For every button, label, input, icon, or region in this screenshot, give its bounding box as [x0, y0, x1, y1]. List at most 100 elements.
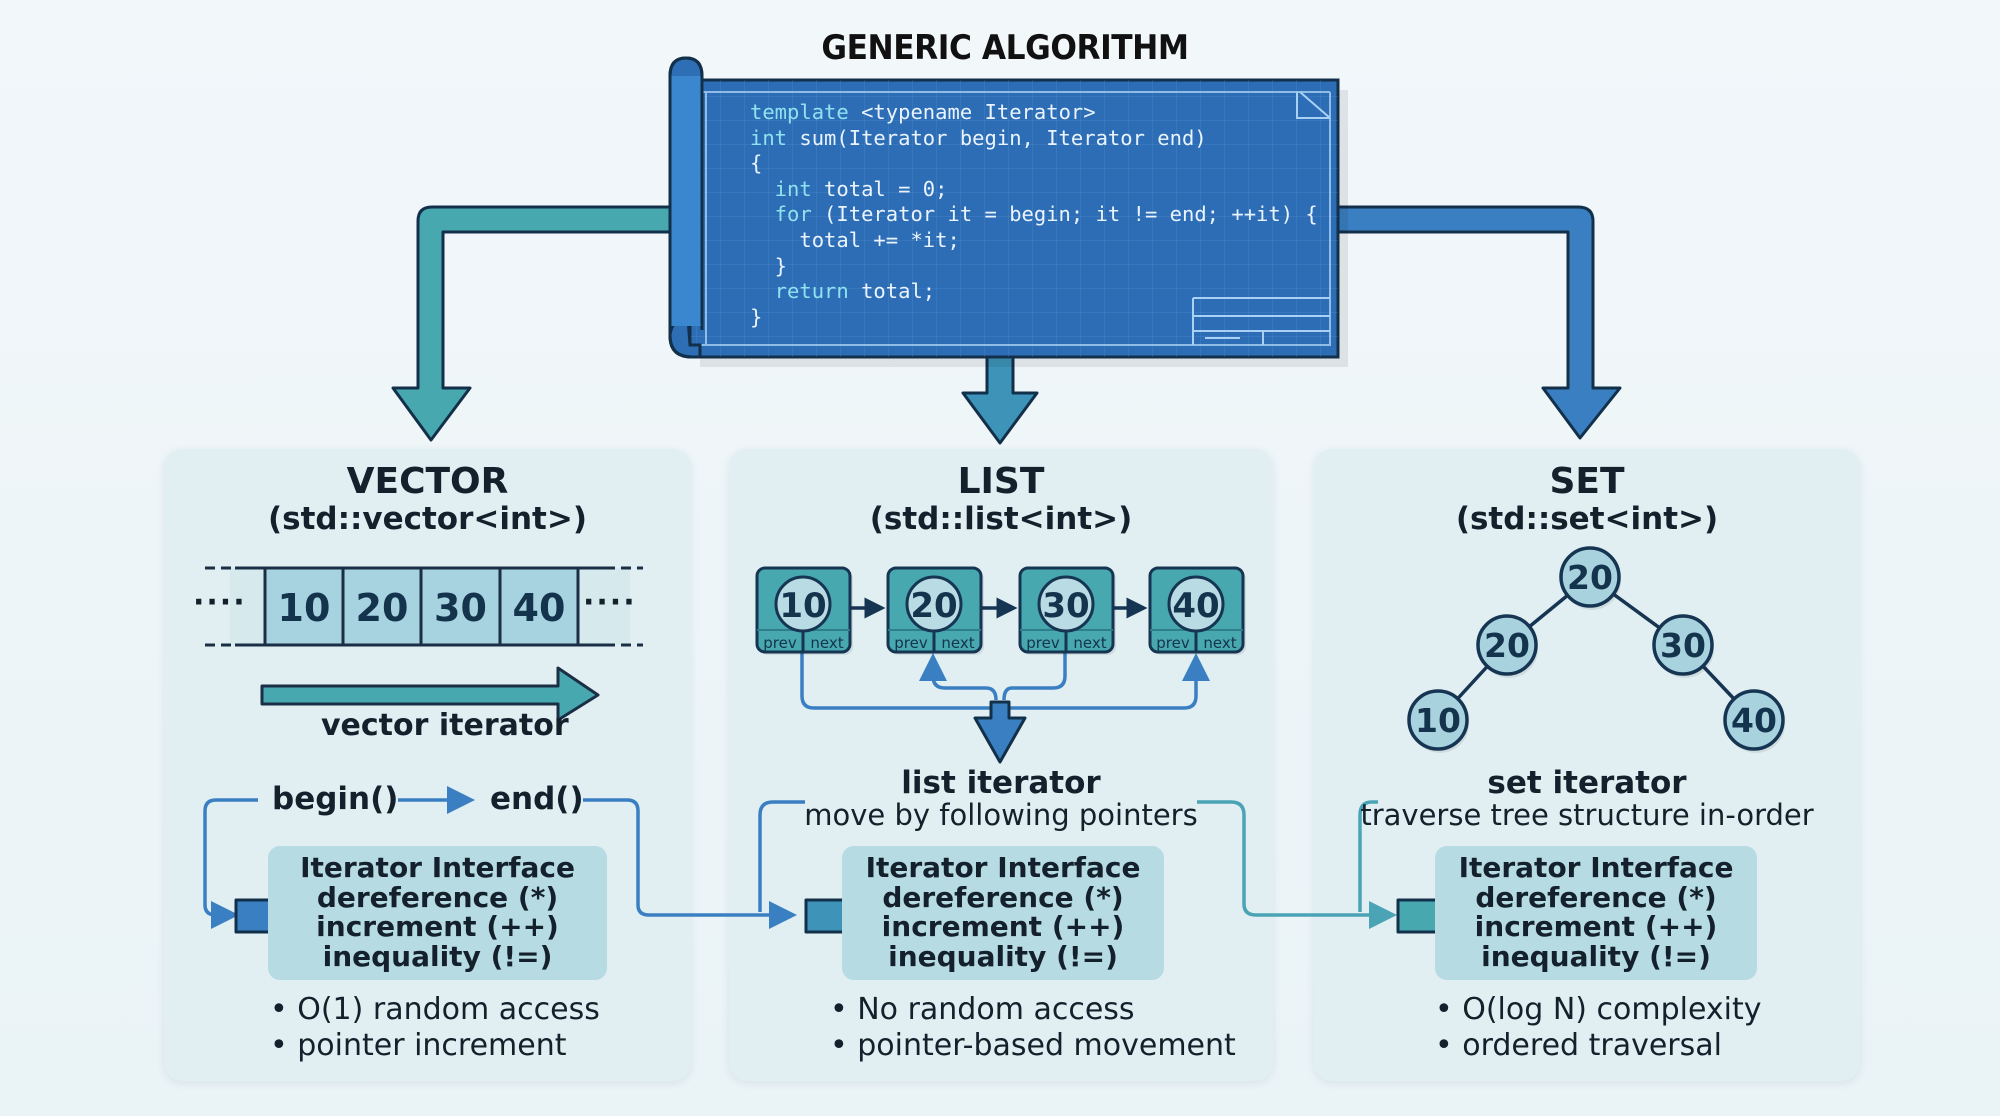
tree-node-right: 30	[1652, 614, 1714, 678]
end-to-list-line	[583, 798, 797, 929]
list-iterator-desc: move by following pointers	[804, 798, 1198, 832]
interface-op: inequality (!=)	[888, 939, 1118, 973]
code-keyword: template	[750, 100, 849, 124]
prev-label: prev	[894, 634, 928, 652]
bullet-item: • ordered traversal	[1435, 1028, 1722, 1063]
interface-op: increment (++)	[1474, 910, 1718, 943]
set-iterator-interface: Iterator Interface dereference (*) incre…	[1435, 846, 1757, 980]
end-label: end()	[490, 781, 584, 817]
list-iterator-label: list iterator	[901, 765, 1101, 801]
node-value-circle	[905, 575, 963, 633]
vector-subtitle: (std::vector<int>)	[267, 501, 588, 537]
code-line: return total;	[750, 279, 1318, 305]
code-line: }	[750, 305, 1318, 331]
list-node: 20 prev next	[886, 566, 984, 655]
tree-node-left-left: 10	[1407, 689, 1469, 753]
code-keyword: int	[750, 125, 788, 150]
code-text: <typename Iterator>	[848, 100, 1096, 124]
next-label: next	[1073, 634, 1106, 652]
bullet-item: • O(log N) complexity	[1435, 992, 1762, 1027]
next-label: next	[1203, 634, 1236, 652]
node-value: 40	[1172, 586, 1219, 626]
list-node: 30 prev next	[1018, 566, 1116, 655]
code-line: for (Iterator it = begin; it != end; ++i…	[750, 202, 1318, 228]
code-line: template <typename Iterator>	[750, 100, 1318, 126]
code-listing: template <typename Iterator>int sum(Iter…	[750, 100, 1318, 330]
node-value: 10	[779, 586, 826, 626]
node-value-circle	[1037, 575, 1095, 633]
interface-heading: Iterator Interface	[1458, 851, 1734, 884]
interface-op: dereference (*)	[316, 880, 559, 914]
tree-node-value: 30	[1660, 626, 1706, 665]
prev-label: prev	[763, 634, 797, 652]
code-text: total += *it;	[750, 227, 960, 252]
bullet-item: • pointer increment	[270, 1028, 567, 1063]
bullet-item: • No random access	[830, 992, 1135, 1027]
vector-iterator-arrow	[260, 666, 600, 722]
code-text: {	[750, 151, 763, 176]
interface-heading: Iterator Interface	[865, 851, 1141, 884]
tree-node-value: 20	[1484, 626, 1530, 665]
vector-iterator-label: vector iterator	[321, 708, 569, 743]
tree-node-value: 40	[1731, 701, 1777, 740]
begin-loop-line	[203, 798, 258, 929]
code-text: sum(Iterator begin, Iterator end)	[787, 125, 1207, 150]
tree-node-root: 20	[1559, 546, 1621, 610]
tree-node-value: 20	[1567, 558, 1613, 597]
node-value-circle	[774, 575, 832, 633]
list-pointer-lines	[800, 652, 1210, 710]
vector-left-ellipsis: ····	[193, 585, 247, 620]
arrow-to-set	[1328, 205, 1622, 440]
tree-node-value: 10	[1415, 701, 1461, 740]
vector-right-ellipsis: ····	[583, 585, 637, 620]
vector-array	[205, 566, 643, 647]
prev-label: prev	[1026, 634, 1060, 652]
node-value-circle	[1167, 575, 1225, 633]
code-keyword: for	[750, 202, 812, 227]
list-bracket-line	[758, 800, 805, 912]
list-title: LIST	[957, 461, 1045, 502]
list-iterator-arrow	[973, 700, 1027, 764]
tree-node-right-right: 40	[1723, 689, 1785, 753]
next-label: next	[941, 634, 974, 652]
list-iterator-interface: Iterator Interface dereference (*) incre…	[842, 846, 1164, 980]
vector-cell: 20	[355, 586, 409, 630]
list-node: 40 prev next	[1148, 566, 1246, 655]
set-bracket-line	[1358, 800, 1378, 912]
code-line: {	[750, 151, 1318, 177]
vector-bullet-list: • O(1) random access • pointer increment	[270, 992, 600, 1064]
code-blueprint	[668, 56, 1348, 367]
code-text: }	[750, 304, 763, 329]
vector-iterator-interface: Iterator Interface dereference (*) incre…	[268, 846, 607, 980]
code-keyword: return	[750, 279, 849, 304]
code-text: total;	[848, 279, 936, 304]
set-iterator-label: set iterator	[1487, 765, 1687, 801]
interface-op: increment (++)	[316, 910, 559, 943]
arrow-to-vector	[391, 205, 682, 442]
interface-heading: Iterator Interface	[300, 851, 575, 884]
bullet-item: • O(1) random access	[270, 992, 600, 1027]
vector-cell: 30	[434, 586, 487, 630]
bullet-item: • pointer-based movement	[830, 1028, 1236, 1063]
interface-op: increment (++)	[881, 910, 1125, 943]
code-keyword: int	[750, 176, 812, 201]
code-line: }	[750, 254, 1318, 280]
code-text: }	[750, 253, 788, 278]
interface-op: dereference (*)	[1475, 880, 1717, 914]
diagram-title: GENERIC ALGORITHM	[821, 28, 1189, 68]
interface-op: inequality (!=)	[1481, 939, 1711, 973]
vector-title: VECTOR	[346, 461, 509, 502]
tree-node-left: 20	[1476, 614, 1538, 678]
prev-label: prev	[1156, 634, 1190, 652]
set-subtitle: (std::set<int>)	[1455, 501, 1719, 537]
set-bullet-list: • O(log N) complexity • ordered traversa…	[1435, 992, 1761, 1064]
interface-op: dereference (*)	[882, 880, 1124, 914]
node-value: 20	[910, 586, 957, 626]
begin-label: begin()	[272, 781, 399, 817]
node-value: 30	[1042, 586, 1089, 626]
code-text: total = 0;	[811, 176, 948, 201]
interface-op: inequality (!=)	[322, 939, 553, 973]
code-line: total += *it;	[750, 228, 1318, 254]
